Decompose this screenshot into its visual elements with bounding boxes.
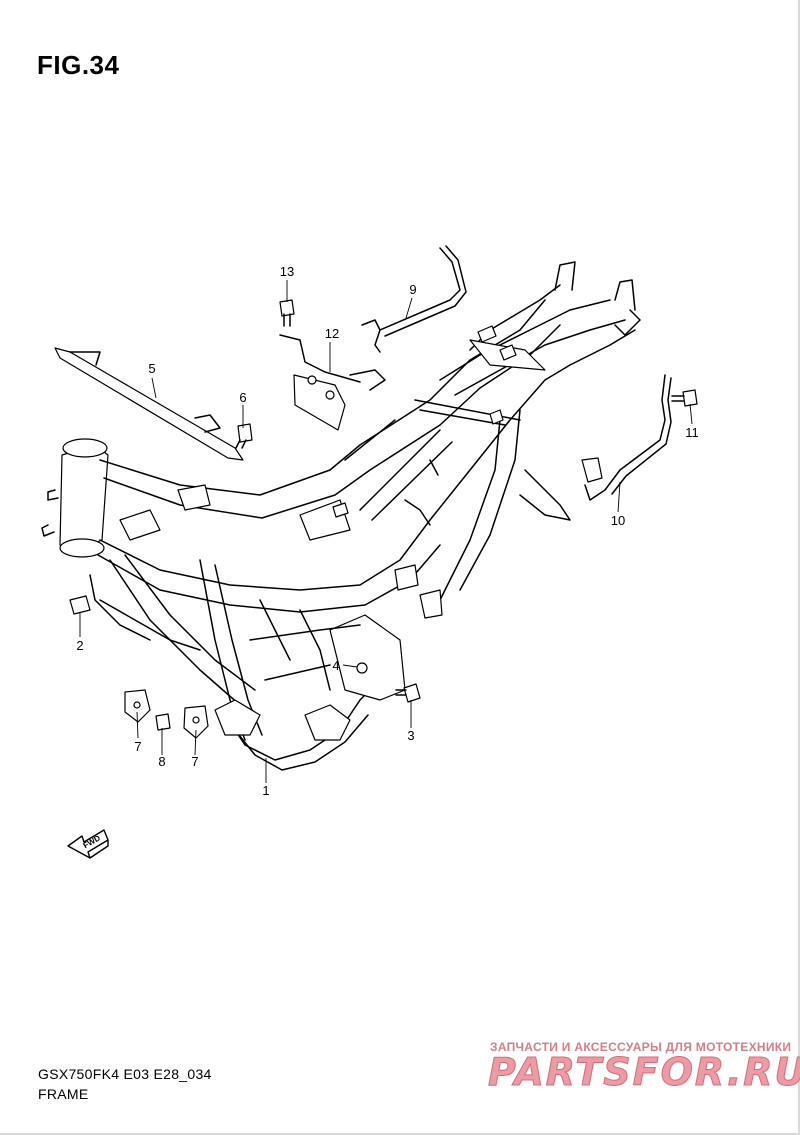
figure-title: FIG.34 <box>37 50 120 80</box>
callout-6: 6 <box>239 390 246 405</box>
part-2-bolt-drawing <box>69 595 91 615</box>
watermark-tagline: ЗАПЧАСТИ И АКСЕССУАРЫ ДЛЯ МОТОТЕХНИКИ <box>490 1040 792 1054</box>
leader-lines <box>79 280 693 783</box>
callout-11: 11 <box>685 425 699 440</box>
watermark-brand: PARTSFOR.RU <box>487 1050 800 1095</box>
diagram-caption: FRAME <box>38 1086 89 1102</box>
callout-13: 13 <box>280 264 294 279</box>
part-11-bolt-drawing <box>671 389 698 407</box>
part-10-bracket-drawing <box>581 374 672 501</box>
part-8-bolt-drawing <box>155 713 171 731</box>
part-12-plate-drawing <box>279 334 386 431</box>
callout-12: 12 <box>325 326 339 341</box>
callout-8: 8 <box>158 754 165 769</box>
callout-10: 10 <box>611 513 625 528</box>
callout-9: 9 <box>409 282 416 297</box>
callout-3: 3 <box>407 728 414 743</box>
part-13-bolt-drawing <box>279 299 295 327</box>
part-9-strap-drawing <box>361 245 467 353</box>
callout-1: 1 <box>262 783 269 798</box>
main-frame-drawing <box>41 261 641 771</box>
fwd-arrow-icon: FWD <box>67 829 109 859</box>
part-5-bracket-drawing <box>54 347 244 461</box>
callout-7-left: 7 <box>134 739 141 754</box>
callout-7-right: 7 <box>191 754 198 769</box>
part-7-plate-left-drawing <box>124 689 151 723</box>
callout-2: 2 <box>76 638 83 653</box>
callout-4: 4 <box>332 658 339 673</box>
part-6-bolt-drawing <box>235 423 253 449</box>
callout-5: 5 <box>148 361 155 376</box>
part-3-bolt-drawing <box>395 683 421 703</box>
part-7-plate-right-drawing <box>183 705 209 739</box>
model-code: GSX750FK4 E03 E28_034 <box>38 1066 212 1082</box>
